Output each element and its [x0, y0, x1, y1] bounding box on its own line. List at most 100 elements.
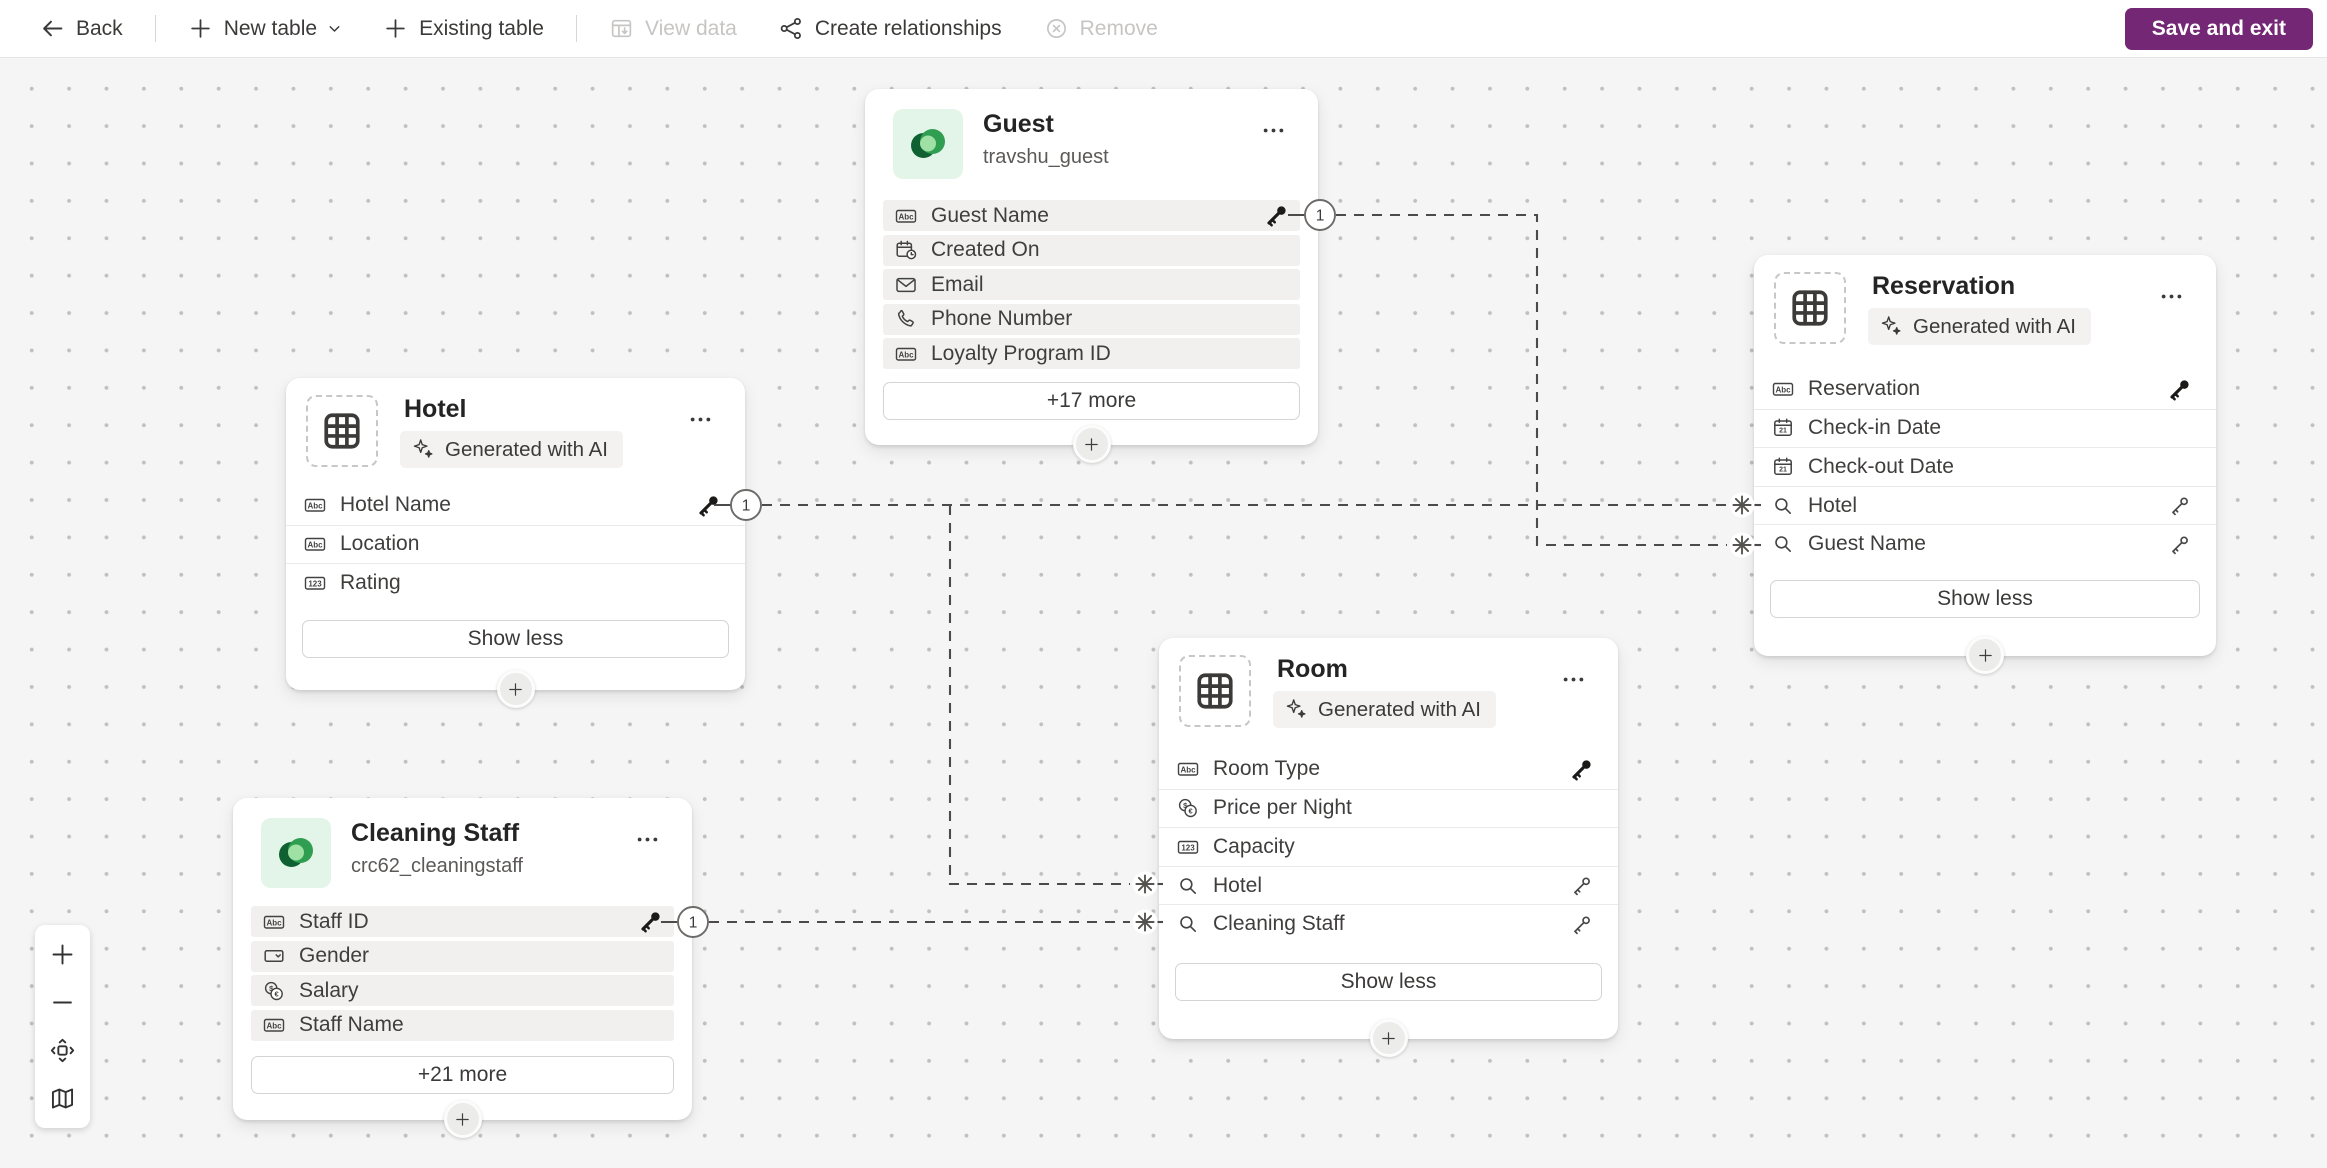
add-field-button[interactable]	[443, 1100, 482, 1138]
table-more-menu-button[interactable]	[1554, 662, 1592, 696]
table-title: Cleaning Staff	[351, 819, 520, 847]
table-more-menu-button[interactable]	[681, 402, 719, 436]
field-row-cleaning-staff[interactable]: Cleaning Staff	[1159, 904, 1618, 943]
ellipsis-icon	[634, 826, 661, 853]
table-more-menu-button[interactable]	[1254, 113, 1292, 147]
email-icon	[894, 273, 918, 297]
table-more-menu-button[interactable]	[628, 822, 666, 856]
badge-label: Generated with AI	[445, 437, 608, 461]
field-row-gender[interactable]: Gender	[251, 940, 674, 972]
field-row-created-on[interactable]: Created On	[883, 234, 1300, 266]
field-row-price-per-night[interactable]: $€Price per Night	[1159, 788, 1618, 828]
relationship-key-icon	[1569, 873, 1594, 898]
field-row-email[interactable]: Email	[883, 269, 1300, 300]
map-icon	[49, 1085, 76, 1112]
show-less-button[interactable]: Show less	[1770, 580, 2200, 618]
field-row-guest-name[interactable]: Guest Name	[1754, 524, 2216, 563]
fit-view-button[interactable]	[39, 1029, 86, 1071]
back-arrow-icon	[40, 16, 65, 41]
show-more-button[interactable]: +17 more	[883, 382, 1300, 420]
text-field-icon: Abc	[894, 342, 918, 366]
view-data-button[interactable]: View data	[599, 9, 747, 49]
existing-table-button[interactable]: Existing table	[373, 9, 554, 49]
zoom-out-button[interactable]	[39, 982, 86, 1024]
toolbar-divider	[575, 15, 577, 42]
add-field-button[interactable]	[1369, 1019, 1408, 1057]
plus-icon	[1083, 436, 1100, 453]
remove-circle-x-icon	[1044, 16, 1069, 41]
many-side-marker	[1132, 909, 1158, 935]
remove-button[interactable]: Remove	[1034, 9, 1168, 49]
text-field-icon: Abc	[1771, 377, 1795, 401]
field-label: Phone Number	[931, 307, 1073, 330]
svg-text:Abc: Abc	[266, 1021, 282, 1030]
add-field-button[interactable]	[1966, 636, 2004, 674]
text-field-icon: Abc	[262, 910, 286, 934]
svg-text:21: 21	[1779, 428, 1787, 435]
new-table-label: New table	[223, 16, 318, 40]
currency-icon: $€	[262, 979, 286, 1003]
text-field-icon: Abc	[1176, 757, 1200, 781]
plus-icon	[507, 681, 524, 698]
relationship-key-icon	[1569, 912, 1594, 937]
field-label: Price per Night	[1213, 796, 1352, 820]
save-and-exit-button[interactable]: Save and exit	[2124, 7, 2313, 50]
table-more-menu-button[interactable]	[2152, 279, 2190, 313]
svg-text:$: $	[269, 984, 274, 993]
new-table-button[interactable]: New table	[178, 9, 353, 49]
search-lookup-icon	[1771, 532, 1795, 556]
show-less-button[interactable]: Show less	[302, 620, 729, 658]
show-more-button[interactable]: +21 more	[251, 1056, 674, 1094]
remove-label: Remove	[1079, 16, 1158, 40]
field-row-salary[interactable]: $€Salary	[251, 975, 674, 1006]
field-row-phone-number[interactable]: Phone Number	[883, 303, 1300, 335]
zoom-in-button[interactable]	[39, 934, 86, 976]
badge-label: Generated with AI	[1318, 697, 1481, 721]
field-row-hotel[interactable]: Hotel	[1754, 485, 2216, 525]
search-lookup-icon	[1176, 912, 1200, 936]
svg-text:Abc: Abc	[898, 350, 914, 359]
text-field-icon: Abc	[262, 1013, 286, 1037]
table-grid-icon	[1179, 655, 1251, 727]
field-label: Guest Name	[931, 203, 1049, 227]
table-title: Hotel	[404, 395, 467, 423]
add-field-button[interactable]	[496, 670, 535, 708]
field-label: Rating	[340, 570, 401, 594]
back-button[interactable]: Back	[30, 9, 133, 49]
plus-icon	[1380, 1030, 1397, 1047]
field-row-hotel[interactable]: Hotel	[1159, 865, 1618, 905]
create-relationships-button[interactable]: Create relationships	[769, 9, 1012, 49]
svg-text:Abc: Abc	[307, 502, 323, 511]
relationship-key-icon	[2167, 532, 2192, 557]
minimap-button[interactable]	[39, 1077, 86, 1119]
view-data-label: View data	[644, 16, 737, 40]
toolbar-divider	[154, 15, 156, 42]
field-label: Location	[340, 532, 420, 556]
ellipsis-icon	[1260, 117, 1287, 144]
add-field-button[interactable]	[1072, 425, 1111, 463]
ellipsis-icon	[2158, 283, 2185, 310]
svg-text:€: €	[1189, 807, 1194, 816]
view-data-icon	[609, 16, 634, 41]
show-less-button[interactable]: Show less	[1175, 963, 1602, 1001]
